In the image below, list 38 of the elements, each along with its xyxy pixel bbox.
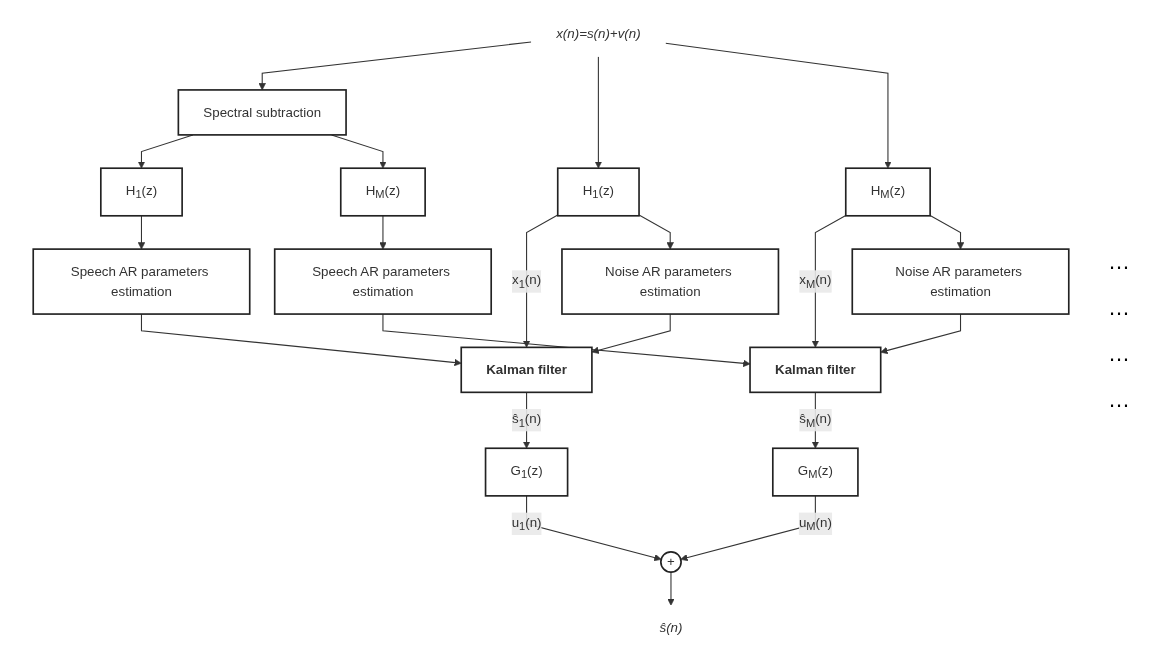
node-box: Spectral subtraction [177, 89, 347, 136]
node-text: ŝ(n) [659, 620, 683, 635]
node-box: G$_{M}$(z) [771, 447, 859, 497]
node-text: x(n)=s(n)+v(n) [556, 26, 641, 41]
ellipsis-label: … [1108, 295, 1131, 321]
node-box: Noise AR parameters estimation [561, 248, 780, 315]
edge-label: u$_{M}$(n) [798, 515, 832, 533]
arrow [880, 313, 962, 355]
node-box: Speech AR parameters estimation [32, 248, 251, 315]
arrow [379, 215, 387, 250]
arrow [929, 215, 965, 250]
arrow [258, 41, 532, 91]
arrow [591, 313, 671, 354]
node-box: H$_{M}$(z) [844, 167, 931, 217]
ellipsis-label: … [1108, 249, 1131, 275]
node-box: G$_{1}$(z) [484, 447, 569, 497]
node-box: H$_{1}$(z) [556, 167, 640, 217]
arrow [665, 42, 892, 169]
node-box: Noise AR parameters estimation [851, 248, 1070, 315]
node-box: H$_{1}$(z) [100, 167, 183, 217]
arrow [382, 313, 751, 367]
node-box: H$_{M}$(z) [339, 167, 426, 217]
arrow [140, 313, 462, 367]
arrow [137, 215, 146, 250]
arrow [594, 56, 603, 169]
ellipsis-label: … [1108, 341, 1131, 367]
edge-label: x$_{M}$(n) [799, 272, 832, 291]
node-box: Kalman filter [460, 346, 593, 394]
arrow [667, 571, 675, 606]
edge-label: ŝ$_{M}$(n) [799, 411, 832, 430]
node-circle: + [660, 550, 682, 573]
edge-label: x$_{1}$(n) [512, 272, 542, 291]
node-box: Speech AR parameters estimation [273, 248, 493, 315]
node-box: Kalman filter [749, 346, 882, 394]
edge-label: u$_{1}$(n) [511, 515, 542, 533]
ellipsis-label: … [1108, 387, 1131, 413]
arrow [638, 214, 674, 250]
edge-label: ŝ$_{1}$(n) [512, 411, 542, 430]
